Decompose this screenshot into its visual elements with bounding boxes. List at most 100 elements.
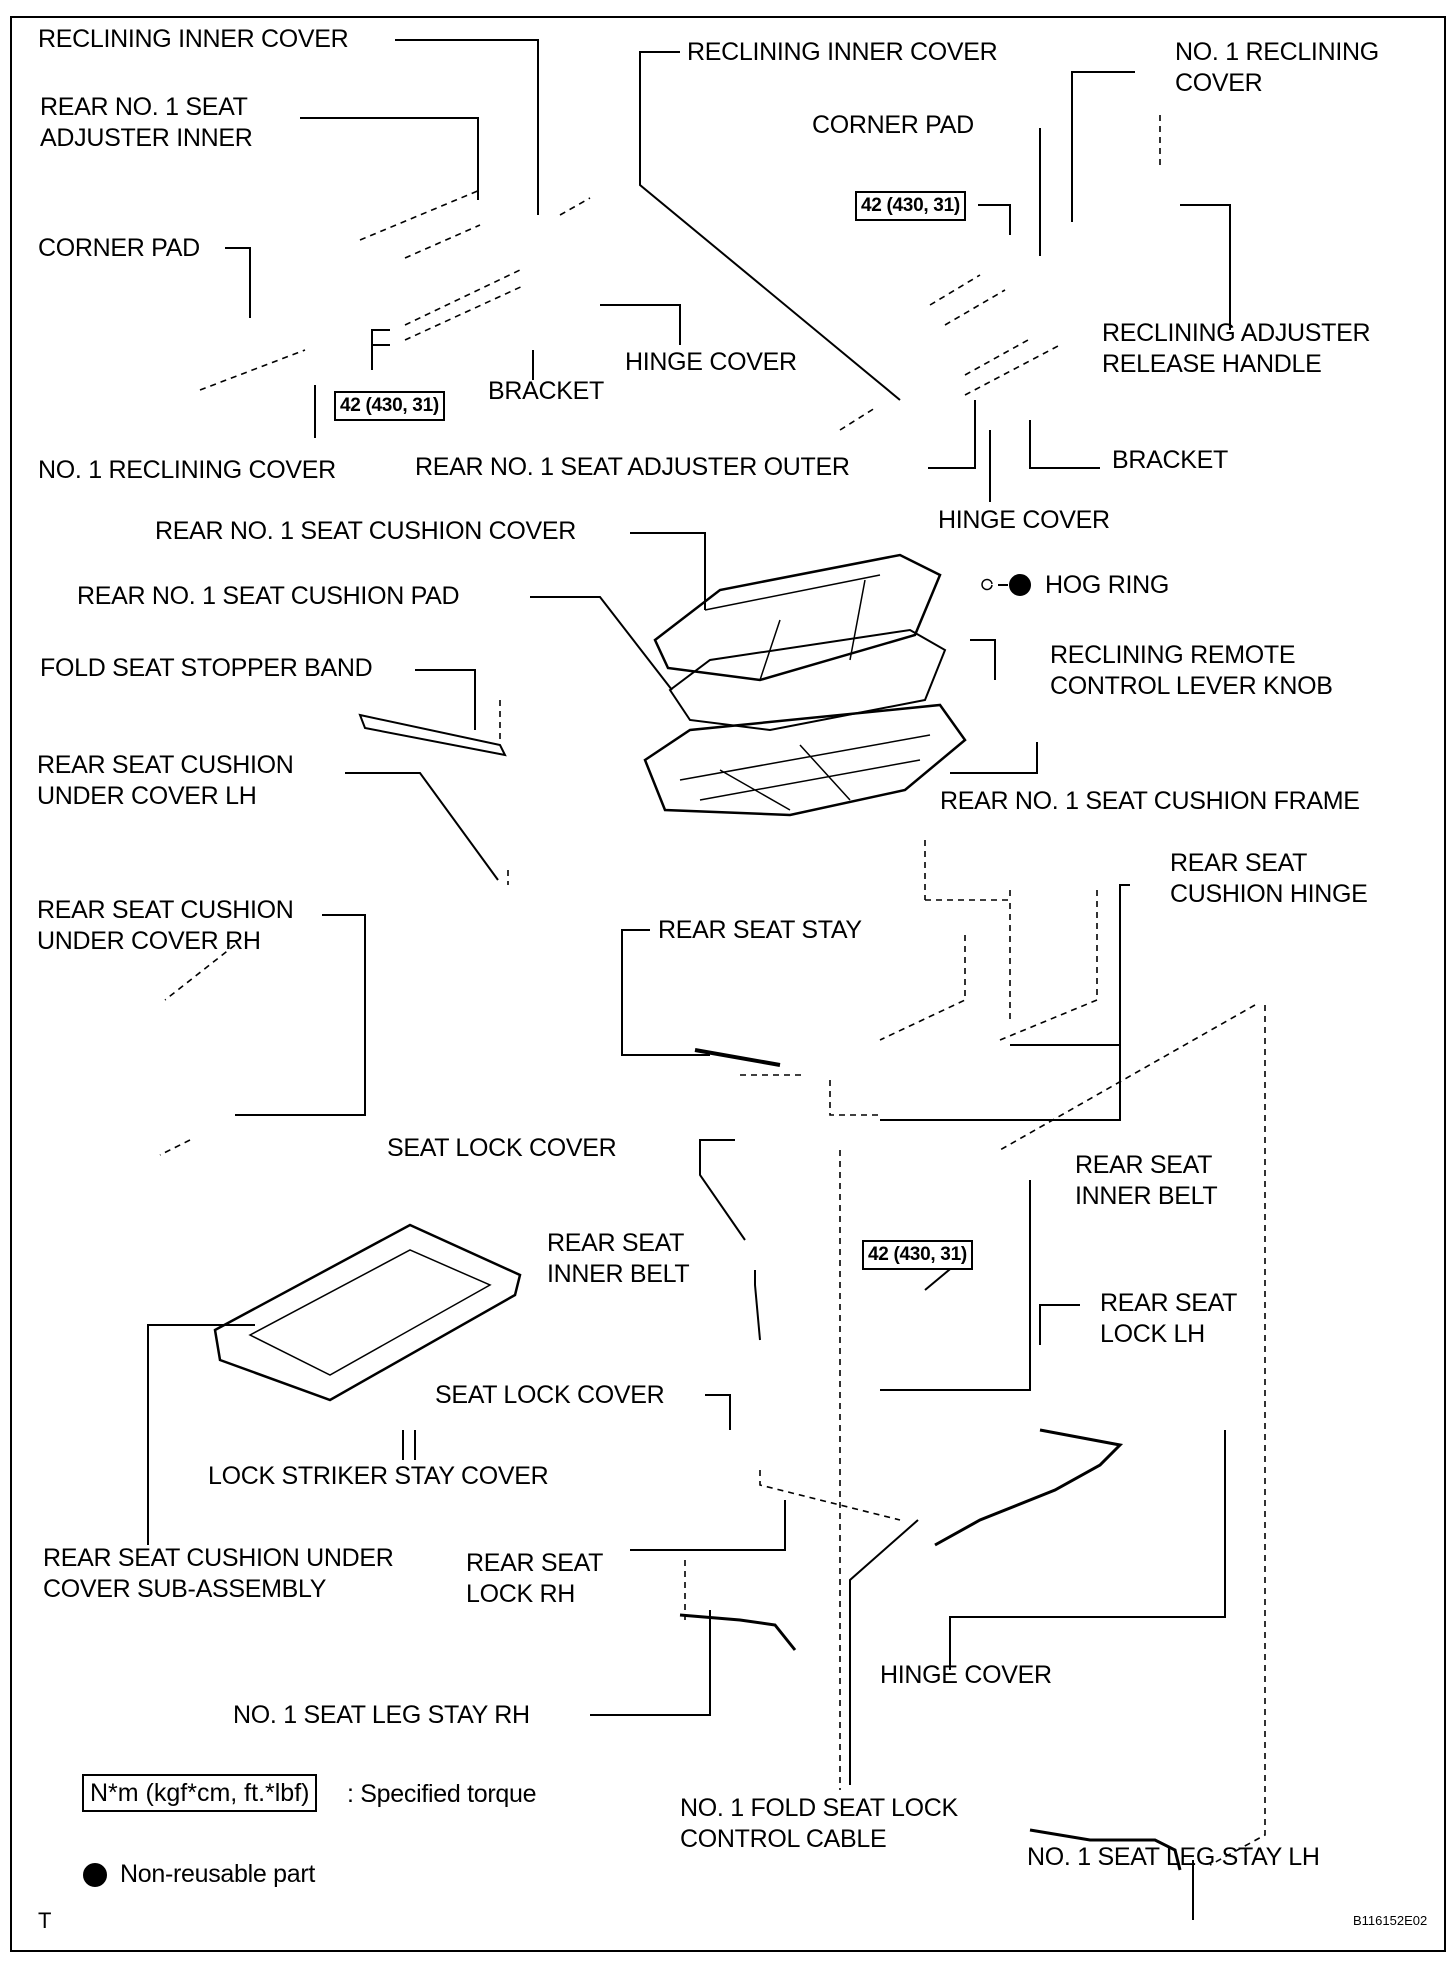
label-no1-reclining-cover-right: NO. 1 RECLINING COVER xyxy=(1175,38,1379,97)
leader-line xyxy=(754,1270,761,1341)
seat-cushion-frame xyxy=(643,703,967,817)
rear-seat-stay-rod xyxy=(694,1048,781,1067)
label-reclining-inner-cover-left: RECLINING INNER COVER xyxy=(38,25,349,53)
legend-torque-box: N*m (kgf*cm, ft.*lbf) xyxy=(82,1774,318,1812)
leader-line xyxy=(699,1139,746,1241)
leader-line xyxy=(630,532,706,610)
label-cushion-hinge: REAR SEAT CUSHION HINGE xyxy=(1170,849,1368,908)
leader-line xyxy=(639,51,901,401)
under-cover-inner xyxy=(248,1249,492,1376)
assembly-line xyxy=(404,269,521,326)
assembly-line xyxy=(1209,1005,1266,1866)
assembly-line xyxy=(759,1470,901,1521)
leader-line xyxy=(849,1519,919,1785)
fold-seat-lock-control-cable xyxy=(934,1428,1124,1547)
assembly-line xyxy=(929,274,981,306)
label-reclining-inner-cover-right: RECLINING INNER COVER xyxy=(687,38,998,66)
leader-line xyxy=(1180,204,1231,330)
leader-line xyxy=(530,596,673,691)
label-fold-seat-stopper-band: FOLD SEAT STOPPER BAND xyxy=(40,654,373,682)
leader-line xyxy=(970,639,996,680)
leader-line xyxy=(630,1500,786,1551)
label-leg-stay-rh: NO. 1 SEAT LEG STAY RH xyxy=(233,1701,530,1729)
label-rear-seat-adjuster-outer: REAR NO. 1 SEAT ADJUSTER OUTER xyxy=(415,453,850,481)
legend-nonreusable: Non-reusable part xyxy=(120,1860,316,1888)
label-bracket-left: BRACKET xyxy=(488,377,604,405)
label-reclining-remote-knob: RECLINING REMOTE CONTROL LEVER KNOB xyxy=(1050,641,1333,700)
seat-cushion-pad xyxy=(668,628,947,732)
label-lock-striker-stay-cover: LOCK STRIKER STAY COVER xyxy=(208,1462,549,1490)
torque-spec-right: 42 (430, 31) xyxy=(855,191,966,221)
seat-cushion-seam xyxy=(704,574,881,681)
label-hinge-cover-bottom: HINGE COVER xyxy=(880,1661,1052,1689)
leader-line xyxy=(880,1180,1031,1391)
label-rear-seat-adjuster-inner: REAR NO. 1 SEAT ADJUSTER INNER xyxy=(40,93,253,152)
assembly-line xyxy=(559,197,591,216)
assembly-line xyxy=(829,1080,880,1116)
seat-cushion-frame-wires xyxy=(679,734,931,811)
assembly-line xyxy=(999,1004,1256,1151)
label-reclining-adjuster-release-handle: RECLINING ADJUSTER RELEASE HANDLE xyxy=(1102,319,1371,378)
leader-line xyxy=(1029,420,1100,469)
label-under-cover-rh: REAR SEAT CUSHION UNDER COVER RH xyxy=(37,896,294,955)
label-seat-lock-lh: REAR SEAT LOCK LH xyxy=(1100,1289,1238,1348)
seat-cushion-cover xyxy=(653,553,942,682)
assembly-line xyxy=(359,189,481,241)
leader-line xyxy=(705,1394,731,1430)
label-inner-belt-right: REAR SEAT INNER BELT xyxy=(1075,1151,1218,1210)
label-corner-pad-right: CORNER PAD xyxy=(812,111,974,139)
assembly-line xyxy=(164,944,236,1001)
assembly-line xyxy=(964,344,1061,396)
diagram-frame xyxy=(10,16,1446,1952)
label-hinge-cover-left: HINGE COVER xyxy=(625,348,797,376)
assembly-line xyxy=(944,289,1006,326)
leader-line xyxy=(300,117,479,200)
leg-stay-lh xyxy=(1029,1828,1182,1871)
leader-line xyxy=(880,1045,1121,1121)
assembly-line xyxy=(839,407,876,431)
leader-line xyxy=(147,1324,255,1545)
assembly-line xyxy=(879,935,966,1041)
legend-torque-desc: : Specified torque xyxy=(347,1780,537,1808)
label-bracket-right: BRACKET xyxy=(1112,446,1228,474)
label-hinge-cover-right: HINGE COVER xyxy=(938,506,1110,534)
assembly-line xyxy=(999,890,1098,1041)
label-under-cover-subassembly: REAR SEAT CUSHION UNDER COVER SUB-ASSEMB… xyxy=(43,1544,394,1603)
label-cushion-frame: REAR NO. 1 SEAT CUSHION FRAME xyxy=(940,787,1360,815)
leader-line xyxy=(621,929,710,1056)
leader-line xyxy=(1010,884,1130,1046)
leader-line xyxy=(600,304,681,345)
assembly-line xyxy=(964,339,1029,376)
assembly-line xyxy=(404,224,481,259)
hog-ring-icon xyxy=(981,578,993,591)
label-seat-lock-rh: REAR SEAT LOCK RH xyxy=(466,1549,604,1608)
figure-id: B116152E02 xyxy=(1353,1913,1428,1928)
label-cushion-pad: REAR NO. 1 SEAT CUSHION PAD xyxy=(77,582,460,610)
torque-spec-left: 42 (430, 31) xyxy=(334,391,445,421)
assembly-line xyxy=(404,284,526,341)
corner-mark: T xyxy=(38,1908,52,1933)
leader-line xyxy=(345,772,499,881)
leg-stay-rh xyxy=(679,1613,797,1651)
label-fold-seat-cable: NO. 1 FOLD SEAT LOCK CONTROL CABLE xyxy=(680,1794,958,1853)
assembly-line xyxy=(925,899,1011,1020)
leader-line xyxy=(1071,71,1135,222)
leader-line xyxy=(371,329,390,370)
fold-seat-stopper-band xyxy=(358,713,507,757)
leader-line xyxy=(949,1430,1226,1670)
leader-line xyxy=(590,1610,711,1716)
assembly-line xyxy=(159,1139,191,1156)
label-rear-seat-stay: REAR SEAT STAY xyxy=(658,916,862,944)
label-inner-belt-left: REAR SEAT INNER BELT xyxy=(547,1229,690,1288)
leader-line xyxy=(928,400,976,469)
nonreusable-dot xyxy=(83,1863,107,1887)
leader-line xyxy=(415,669,476,730)
leader-line xyxy=(1039,1304,1080,1345)
label-no1-reclining-cover-left: NO. 1 RECLINING COVER xyxy=(38,456,336,484)
leader-line xyxy=(978,204,1011,235)
hog-ring-dot xyxy=(1009,574,1031,596)
leader-line xyxy=(225,247,251,318)
label-hog-ring: HOG RING xyxy=(1045,571,1169,599)
assembly-line xyxy=(199,349,306,391)
